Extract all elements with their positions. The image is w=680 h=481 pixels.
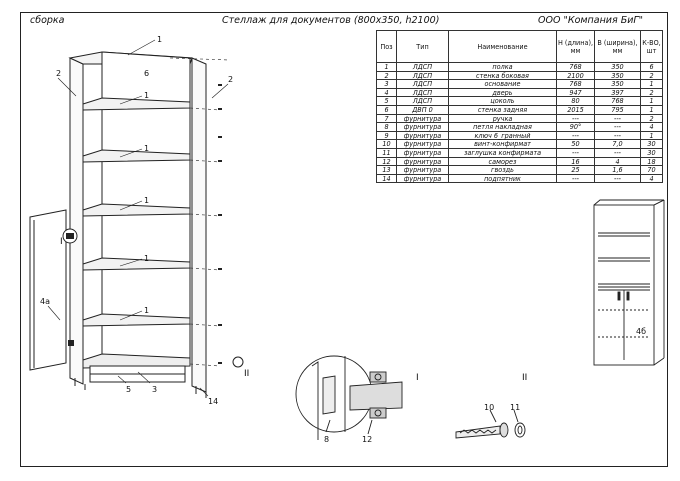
col-header: К-ВО, шт — [640, 30, 663, 63]
callout-4a: 4а — [40, 297, 50, 306]
callout-1: 1 — [144, 144, 149, 153]
detail-ii-screw — [455, 409, 526, 439]
callout-4b: 4б — [636, 327, 646, 336]
detail-ii-circle — [232, 356, 244, 368]
callout-5: 5 — [126, 385, 131, 394]
left-door — [29, 209, 67, 371]
col-header: В (ширина), мм — [594, 30, 641, 63]
callout-1: 1 — [144, 196, 149, 205]
callout-8: 8 — [324, 435, 329, 444]
col-header: Тип — [396, 30, 449, 63]
table-cell: 4 — [640, 173, 663, 184]
col-header: Н (длина), мм — [556, 30, 595, 63]
callout-11: 11 — [510, 403, 520, 412]
detail-ii-title: II — [522, 373, 527, 383]
detail-i-hinge — [295, 355, 403, 440]
drawing-title: Стеллаж для документов (800х350, h2100) — [222, 15, 440, 26]
detail-marker-i: I — [60, 237, 63, 247]
specification-table: Поз Тип Наименование Н (длина), мм В (ши… — [376, 30, 663, 184]
shelf — [82, 257, 191, 271]
detail-i-title: I — [416, 373, 419, 383]
callout-12: 12 — [362, 435, 372, 444]
callout-1: 1 — [157, 35, 162, 44]
shelf — [82, 97, 191, 111]
table-header-row: Поз Тип Наименование Н (длина), мм В (ши… — [376, 30, 663, 63]
shelf — [82, 149, 191, 163]
left-side-panel — [69, 57, 84, 385]
drawing-sheet — [20, 12, 668, 467]
shelf — [82, 203, 191, 217]
col-header: Поз — [376, 30, 397, 63]
header-left: сборка — [30, 15, 65, 26]
shelf — [82, 313, 191, 327]
callout-1: 1 — [144, 254, 149, 263]
callout-2: 2 — [228, 75, 233, 84]
base-panel — [82, 353, 191, 369]
callout-6: 6 — [144, 69, 149, 78]
callout-3: 3 — [152, 385, 157, 394]
callout-2: 2 — [56, 69, 61, 78]
callout-1: 1 — [144, 91, 149, 100]
callout-1: 1 — [144, 306, 149, 315]
front-view — [593, 199, 665, 366]
detail-marker-ii: II — [244, 369, 249, 379]
callout-14: 14 — [208, 397, 218, 406]
company-name: ООО "Компания БиГ" — [538, 15, 644, 26]
col-header: Наименование — [448, 30, 557, 63]
right-side-panel — [191, 57, 207, 393]
callout-10: 10 — [484, 403, 494, 412]
